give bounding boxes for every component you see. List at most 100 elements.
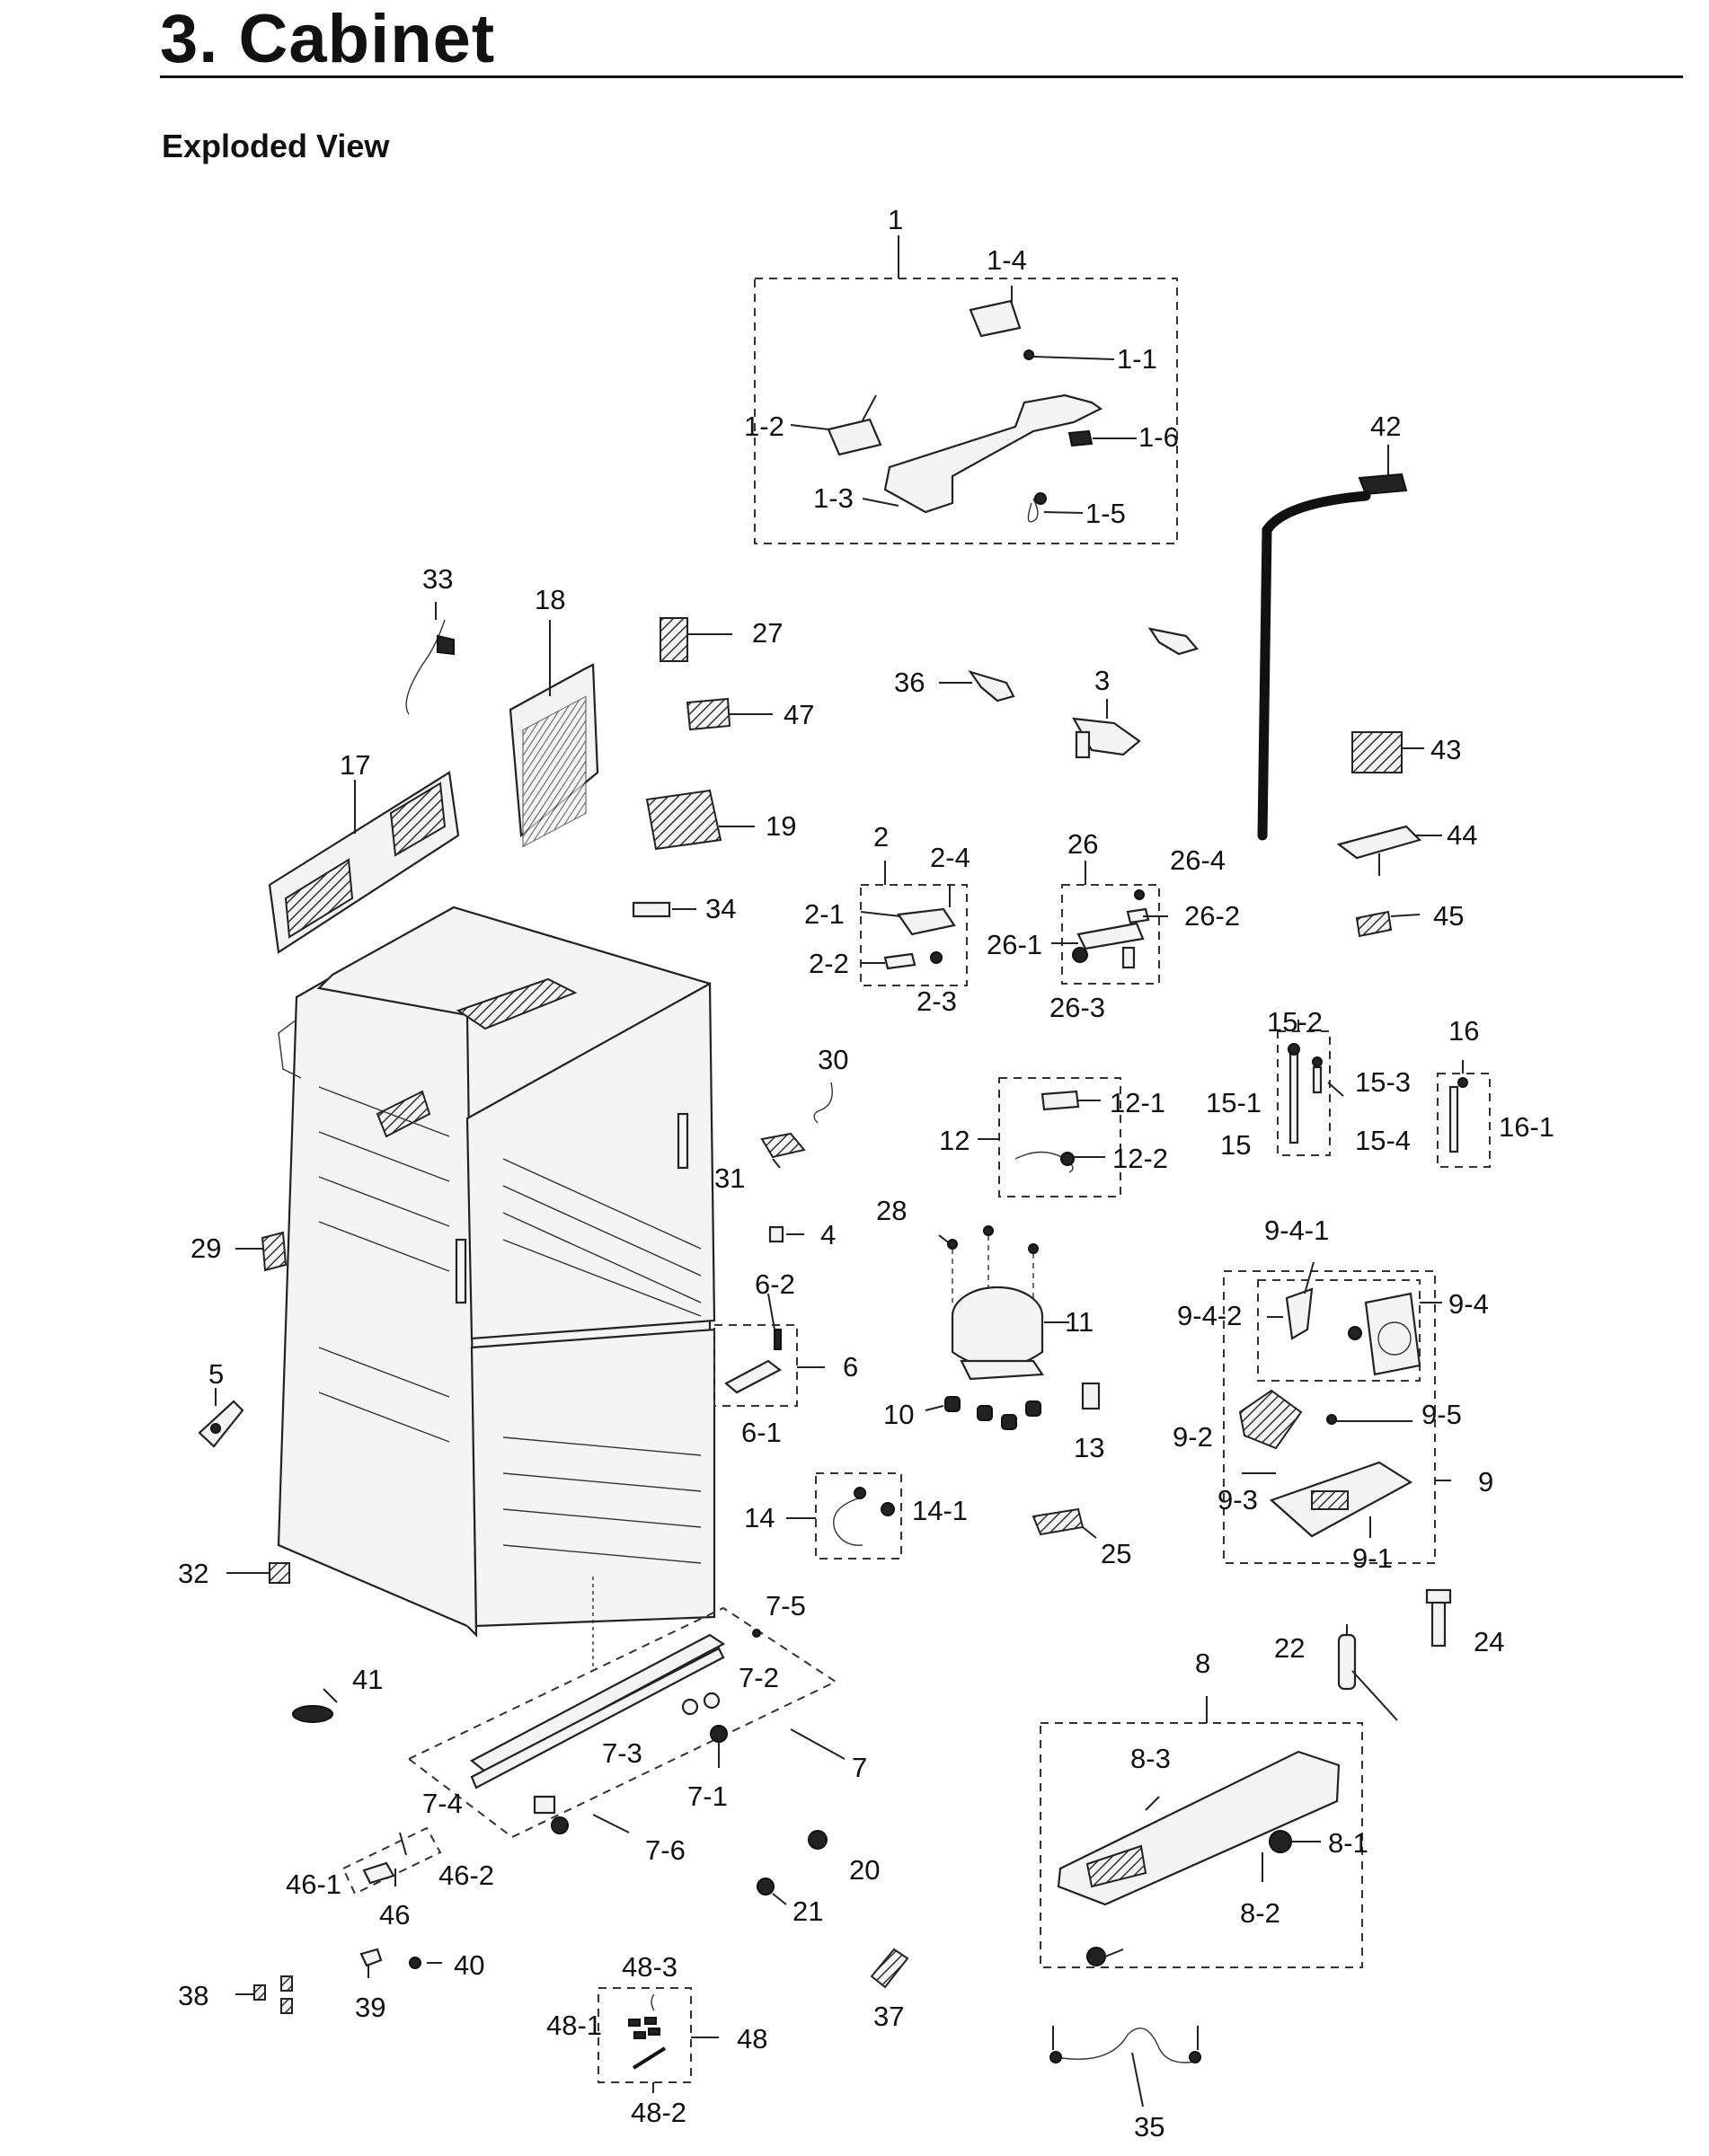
label-20: 20 (849, 1854, 880, 1886)
label-6: 6 (843, 1351, 858, 1383)
label-1-5: 1-5 (1085, 498, 1126, 529)
label-2-4: 2-4 (930, 842, 970, 873)
label-1-4: 1-4 (987, 244, 1027, 276)
parts-46-20-21-37 (341, 1826, 909, 1989)
label-48: 48 (737, 2023, 767, 2054)
label-42: 42 (1370, 411, 1401, 442)
label-9: 9 (1478, 1466, 1493, 1498)
label-8-2: 8-2 (1240, 1897, 1280, 1929)
label-1-3: 1-3 (813, 482, 854, 514)
group-7 (407, 1577, 846, 1839)
label-21: 21 (793, 1895, 823, 1927)
label-40: 40 (454, 1949, 484, 1981)
label-16: 16 (1448, 1015, 1479, 1047)
label-8-3: 8-3 (1130, 1743, 1171, 1774)
section-subtitle: Exploded View (162, 128, 390, 164)
parts-43-44-45 (1336, 731, 1442, 938)
label-22: 22 (1274, 1632, 1305, 1664)
label-2: 2 (873, 821, 889, 853)
parts-30-31 (760, 1082, 833, 1159)
label-15-1: 15-1 (1206, 1087, 1262, 1118)
label-24: 24 (1474, 1626, 1504, 1657)
label-14-1: 14-1 (912, 1495, 968, 1526)
label-9-1: 9-1 (1352, 1542, 1393, 1574)
label-19: 19 (766, 810, 796, 842)
label-14: 14 (744, 1502, 775, 1533)
label-26: 26 (1067, 828, 1098, 860)
group-12 (978, 1077, 1121, 1197)
label-7-3: 7-3 (602, 1737, 642, 1769)
label-32: 32 (178, 1558, 208, 1589)
label-9-4-1: 9-4-1 (1264, 1215, 1329, 1246)
group-2-hinge (860, 861, 968, 986)
label-41: 41 (352, 1664, 383, 1695)
label-7-2: 7-2 (739, 1662, 779, 1693)
label-7-1: 7-1 (687, 1780, 728, 1812)
label-4: 4 (820, 1219, 836, 1250)
label-6-1: 6-1 (741, 1417, 782, 1448)
label-15: 15 (1220, 1129, 1251, 1161)
part-42-tube (1257, 445, 1408, 841)
label-17: 17 (340, 749, 370, 781)
label-38: 38 (178, 1980, 208, 2011)
label-6-2: 6-2 (755, 1268, 795, 1300)
group-14-25 (786, 1472, 1097, 1560)
label-2-3: 2-3 (916, 985, 957, 1017)
group-1-top-hinge (754, 235, 1178, 544)
label-48-3: 48-3 (622, 1951, 677, 1983)
small-parts-left (198, 1225, 804, 1723)
label-46: 46 (379, 1899, 410, 1931)
label-7-5: 7-5 (766, 1590, 806, 1621)
label-12-1: 12-1 (1110, 1087, 1165, 1118)
label-7-4: 7-4 (422, 1788, 463, 1819)
left-panels (268, 602, 599, 954)
label-47: 47 (784, 699, 814, 730)
label-26-1: 26-1 (987, 929, 1042, 960)
label-9-3: 9-3 (1218, 1484, 1258, 1515)
label-35: 35 (1134, 2111, 1164, 2143)
label-13: 13 (1074, 1432, 1104, 1463)
label-29: 29 (190, 1233, 221, 1264)
label-26-3: 26-3 (1049, 992, 1105, 1023)
title-rule (160, 75, 1683, 78)
group-48 (598, 1987, 719, 2093)
label-3: 3 (1094, 665, 1110, 696)
label-9-2: 9-2 (1173, 1421, 1213, 1453)
label-1: 1 (888, 204, 903, 235)
label-48-1: 48-1 (546, 2010, 602, 2041)
label-8-1: 8-1 (1328, 1827, 1368, 1859)
group-26-hinge (1051, 861, 1168, 985)
label-9-5: 9-5 (1421, 1399, 1462, 1430)
label-36: 36 (894, 667, 925, 698)
label-28: 28 (876, 1195, 907, 1226)
label-15-2: 15-2 (1267, 1006, 1323, 1038)
label-46-2: 46-2 (438, 1860, 494, 1891)
label-15-3: 15-3 (1355, 1066, 1411, 1098)
label-46-1: 46-1 (286, 1869, 341, 1900)
callout-labels: 1 1-4 1-1 1-2 1-6 1-3 1-5 42 33 18 27 47… (178, 204, 1554, 2143)
label-33: 33 (422, 563, 453, 595)
group-9 (1223, 1261, 1451, 1564)
label-15-4: 15-4 (1355, 1125, 1411, 1156)
label-2-1: 2-1 (804, 898, 845, 930)
label-9-4: 9-4 (1448, 1288, 1489, 1320)
control-boards (632, 617, 773, 918)
label-10: 10 (883, 1399, 914, 1430)
label-43: 43 (1430, 734, 1461, 765)
hinges-36-3 (939, 627, 1199, 759)
label-12-2: 12-2 (1112, 1143, 1168, 1174)
label-2-2: 2-2 (809, 948, 849, 979)
label-7-6: 7-6 (645, 1834, 686, 1866)
label-48-2: 48-2 (631, 2097, 686, 2128)
label-34: 34 (705, 893, 736, 924)
cabinet-body (277, 906, 781, 1638)
label-25: 25 (1101, 1538, 1131, 1569)
label-26-2: 26-2 (1184, 900, 1240, 932)
label-45: 45 (1433, 900, 1464, 932)
label-12: 12 (939, 1125, 970, 1156)
parts-38-39-40 (235, 1948, 442, 2014)
part-35-wire (1049, 2026, 1201, 2107)
label-44: 44 (1447, 819, 1477, 851)
label-30: 30 (818, 1044, 848, 1075)
